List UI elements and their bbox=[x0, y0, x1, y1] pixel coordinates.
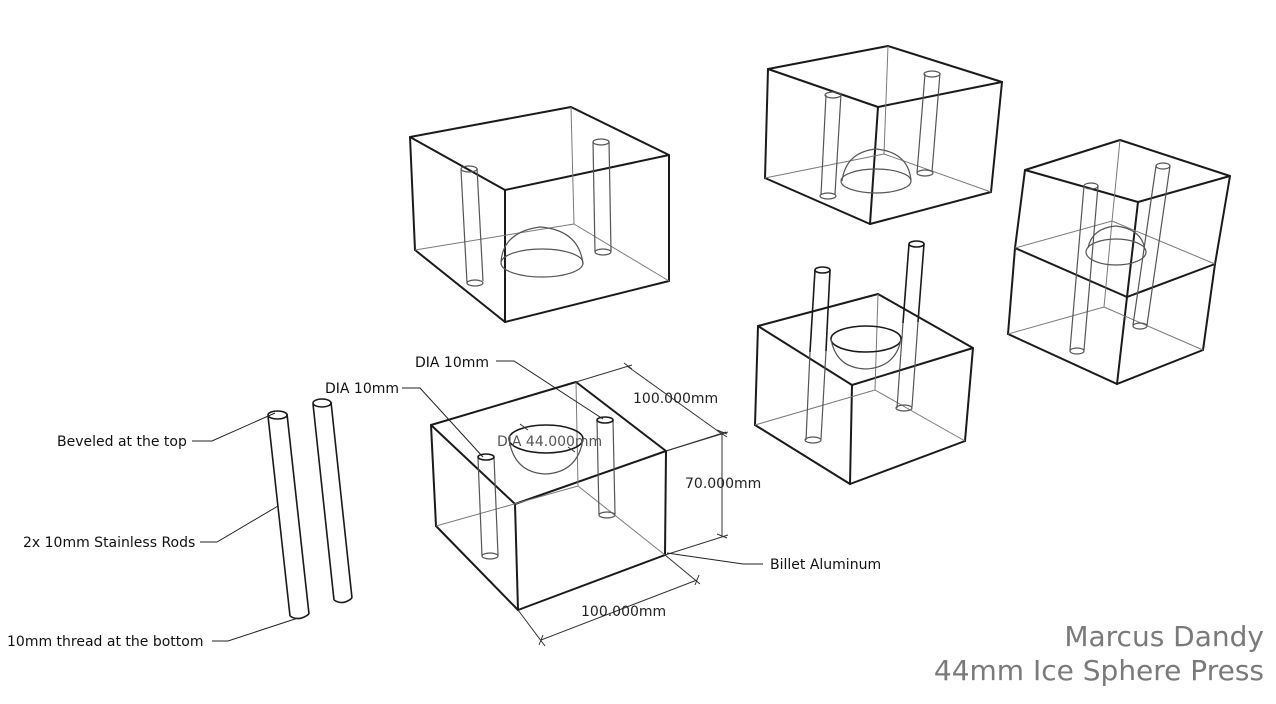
label-dia-rod-left: DIA 10mm bbox=[325, 381, 399, 397]
rod-label-leaders bbox=[192, 412, 299, 642]
label-material: Billet Aluminum bbox=[770, 557, 881, 573]
author-name: Marcus Dandy bbox=[1064, 620, 1264, 653]
label-thread-bottom: 10mm thread at the bottom bbox=[7, 634, 203, 650]
dimension-height: 70.000mm bbox=[685, 476, 761, 492]
lower-mold-block-right bbox=[754, 240, 974, 485]
assembled-press bbox=[1007, 139, 1231, 385]
dimension-lines bbox=[517, 362, 729, 647]
label-dia-sphere: DIA 44.000mm bbox=[497, 434, 602, 450]
loose-rods bbox=[267, 398, 353, 620]
dimensioned-lower-block bbox=[430, 381, 667, 611]
title-block: Marcus Dandy 44mm Ice Sphere Press bbox=[934, 620, 1264, 688]
label-stainless-rods: 2x 10mm Stainless Rods bbox=[23, 535, 195, 551]
label-dia-rod-right: DIA 10mm bbox=[415, 355, 489, 371]
dimension-width-top: 100.000mm bbox=[633, 391, 718, 407]
block-label-leaders bbox=[402, 360, 763, 565]
rod-back bbox=[312, 398, 353, 604]
rod-front bbox=[267, 410, 310, 620]
label-beveled-top: Beveled at the top bbox=[57, 434, 187, 450]
project-title: 44mm Ice Sphere Press bbox=[933, 654, 1264, 687]
upper-mold-block-right bbox=[764, 45, 1003, 225]
dimension-width-bottom: 100.000mm bbox=[581, 604, 666, 620]
upper-mold-block-left bbox=[409, 106, 670, 323]
